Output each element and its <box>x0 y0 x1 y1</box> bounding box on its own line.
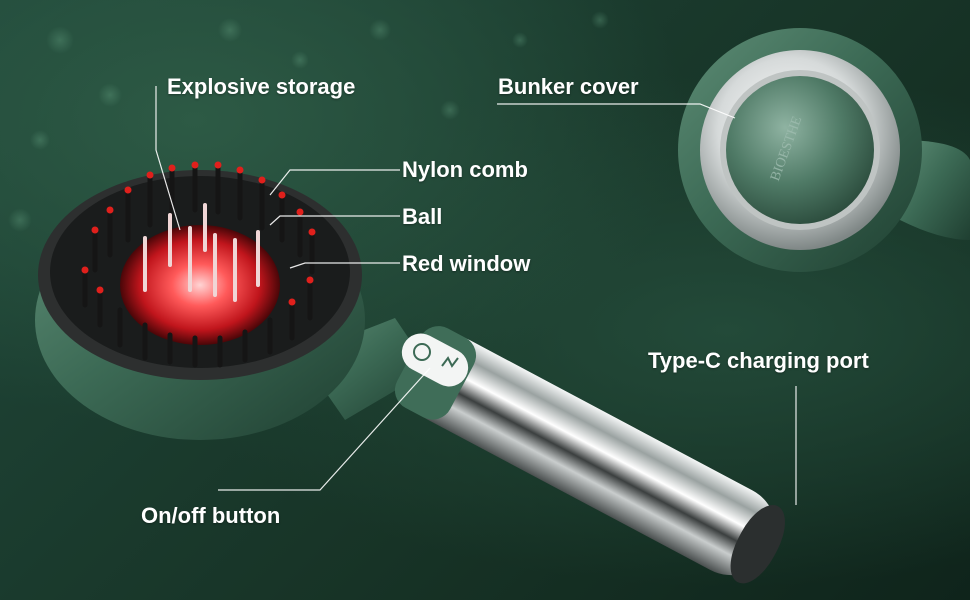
label-nylon-comb: Nylon comb <box>402 157 528 182</box>
brush-handle <box>300 318 785 584</box>
power-button-panel <box>401 333 469 387</box>
label-on-off-button: On/off button <box>141 503 281 528</box>
red-window <box>120 225 280 345</box>
label-bunker-cover: Bunker cover <box>498 74 639 99</box>
background-bokeh <box>8 11 609 232</box>
leader-lines <box>155 86 797 505</box>
bunker-cover-inset: BIOESTHE <box>678 28 970 272</box>
label-type-c-port: Type-C charging port <box>648 348 869 373</box>
label-red-window: Red window <box>402 251 531 276</box>
nylon-bristles <box>81 161 316 368</box>
center-balls <box>143 203 260 302</box>
label-explosive-storage: Explosive storage <box>167 74 356 99</box>
label-ball: Ball <box>402 204 443 229</box>
brush-head <box>35 161 365 440</box>
